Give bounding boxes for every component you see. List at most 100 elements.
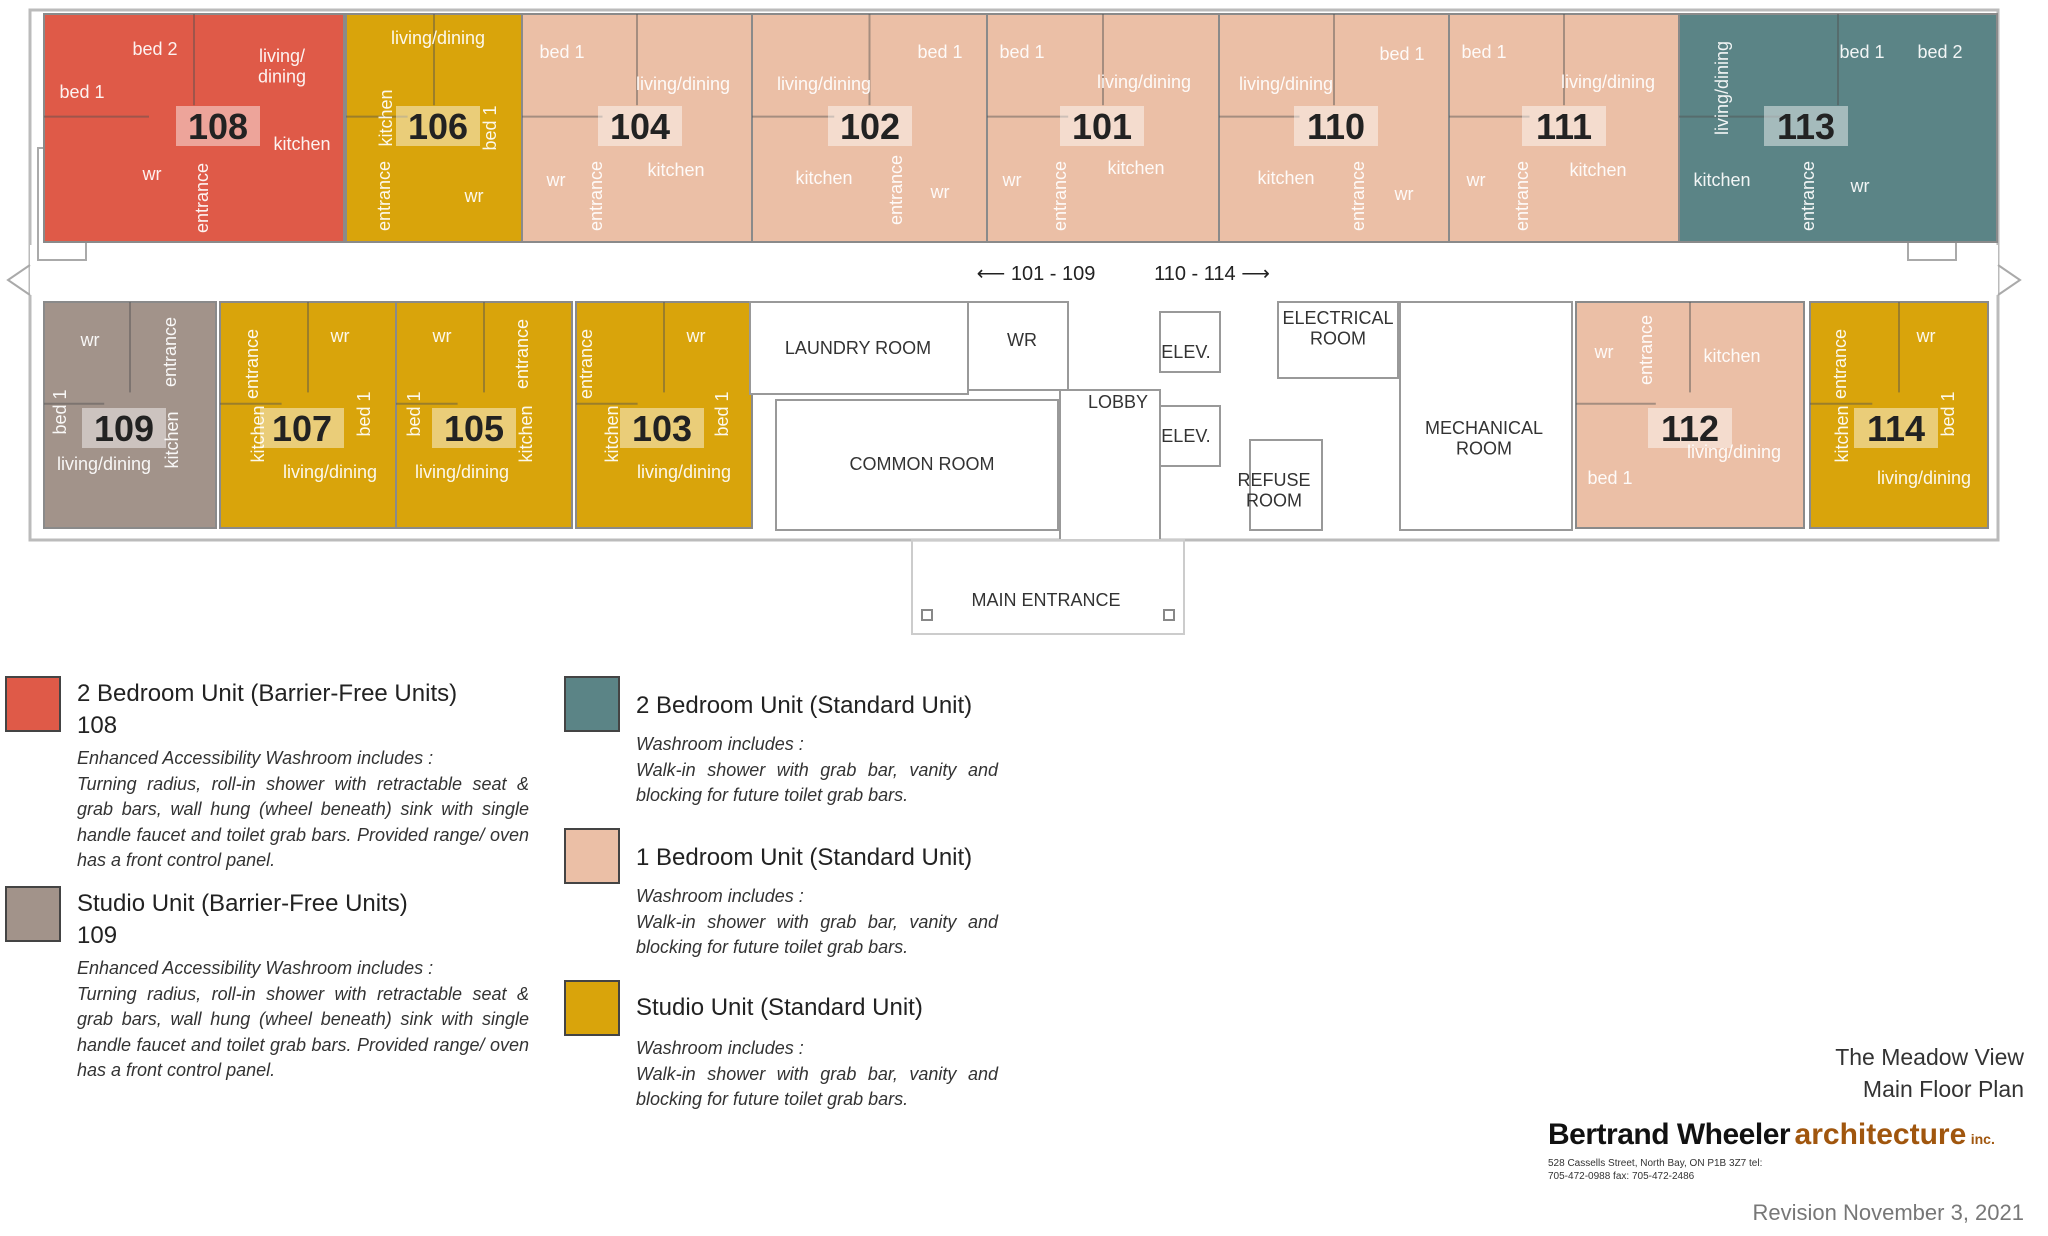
room-label: bed 1 [59, 82, 104, 102]
room-label: bed 1 [404, 391, 424, 436]
unit-number-tag [396, 106, 480, 146]
legend-swatch [564, 828, 620, 884]
unit-fill [395, 301, 573, 529]
room-label: living/dining [1712, 41, 1732, 135]
firm-address-line: 528 Cassells Street, North Bay, ON P1B 3… [1548, 1158, 1763, 1169]
canopy-post-right [1163, 609, 1175, 621]
room-label: bed 1 [999, 42, 1044, 62]
room-label: living/dining [1687, 442, 1781, 462]
main-entrance-canopy [911, 539, 1185, 635]
unit-number-tag [1764, 106, 1848, 146]
room-label: entrance [1636, 315, 1656, 385]
room-label: kitchen [273, 134, 330, 154]
room-label: entrance [576, 329, 596, 399]
refuse-room-area [1249, 439, 1323, 531]
room-label: bed 1 [539, 42, 584, 62]
project-name: The Meadow View [1835, 1044, 2024, 1070]
legend-description: Washroom includes : Walk-in shower with … [636, 1036, 998, 1113]
unit-fill [1678, 13, 1998, 243]
stair-east-end [1997, 264, 2022, 296]
legend-desc-body: Walk-in shower with grab bar, vanity and… [636, 1063, 998, 1110]
legend-standard-studio: Studio Unit (Standard Unit) Washroom inc… [564, 980, 1024, 1120]
unit-number-tag [1522, 106, 1606, 146]
legend-description: Enhanced Accessibility Washroom includes… [77, 956, 529, 1084]
room-label: kitchen [1257, 168, 1314, 188]
room-label: living/dining [391, 28, 485, 48]
legend-title: Studio Unit (Standard Unit) [636, 994, 923, 1021]
room-label: bed 1 [50, 389, 70, 434]
common-room-label: COMMON ROOM [850, 454, 995, 474]
units-layer: 108 bed 2 living/dining bed 1 kitchen wr entra… [43, 13, 1998, 529]
room-label: wr [464, 186, 484, 206]
canopy-post-left [921, 609, 933, 621]
unit-number-tag [1294, 106, 1378, 146]
unit-number: 103 [632, 408, 692, 449]
room-label: bed 2 [132, 39, 177, 59]
room-label: kitchen [795, 168, 852, 188]
lobby-label: LOBBY [1088, 392, 1148, 412]
room-label: living/dining [258, 46, 306, 87]
unit-fill [43, 301, 217, 529]
legend-desc-head: Washroom includes : [636, 1038, 804, 1058]
legend-standard-2br: 2 Bedroom Unit (Standard Unit) Washroom … [564, 676, 1024, 816]
room-label: wr [142, 164, 162, 184]
electrical-room-area [1277, 301, 1399, 379]
stair-west-end [6, 264, 31, 296]
corridor-label-left: ⟵ 101 - 109 [977, 263, 1096, 285]
room-label: bed 1 [1938, 391, 1958, 436]
room-label: wr [80, 330, 100, 350]
room-label: kitchen [1107, 158, 1164, 178]
legend-swatch [5, 676, 61, 732]
legend-desc-head: Enhanced Accessibility Washroom includes… [77, 748, 434, 768]
room-label: entrance [1798, 161, 1818, 231]
unit-fill [1809, 301, 1989, 529]
wr-label: WR [1007, 330, 1037, 350]
mechanical-room-area [1399, 301, 1573, 531]
wr-area [967, 301, 1069, 391]
room-label: entrance [1830, 329, 1850, 399]
room-label: living/dining [777, 74, 871, 94]
unit-fill [1218, 13, 1450, 243]
unit-number-tag [598, 106, 682, 146]
unit-number: 106 [408, 106, 468, 147]
room-label: wr [432, 326, 452, 346]
room-label: bed 1 [1461, 42, 1506, 62]
room-label: living/dining [1561, 72, 1655, 92]
room-label: entrance [586, 161, 606, 231]
legend-standard-1br: 1 Bedroom Unit (Standard Unit) Washroom … [564, 828, 1024, 968]
firm-name: Bertrand Wheeler [1548, 1118, 1791, 1151]
floor-plan: 108 bed 2 living/dining bed 1 kitchen wr entra… [6, 8, 2022, 635]
legend-barrier-free-2br: 2 Bedroom Unit (Barrier-Free Units) 108 … [5, 676, 535, 876]
room-label: bed 1 [1587, 468, 1632, 488]
unit-number: 108 [188, 106, 248, 147]
legend-unit-number: 109 [77, 922, 118, 949]
legend-desc-body: Turning radius, roll-in shower with retr… [77, 983, 529, 1081]
legend-title: Studio Unit (Barrier-Free Units) [77, 890, 408, 917]
legend-desc-head: Enhanced Accessibility Washroom includes… [77, 958, 434, 978]
legend-desc-head: Washroom includes : [636, 734, 804, 754]
unit-number-tag [82, 408, 166, 448]
room-label: entrance [1512, 161, 1532, 231]
room-label: wr [1466, 170, 1486, 190]
room-label: wr [686, 326, 706, 346]
unit-number: 114 [1867, 408, 1925, 449]
elevator-1 [1159, 311, 1221, 373]
room-label: kitchen [1703, 346, 1760, 366]
elevator-2 [1159, 405, 1221, 467]
room-label: living/dining [1877, 468, 1971, 488]
room-label: kitchen [1832, 405, 1852, 462]
unit-number: 111 [1536, 106, 1592, 147]
room-label: entrance [242, 329, 262, 399]
